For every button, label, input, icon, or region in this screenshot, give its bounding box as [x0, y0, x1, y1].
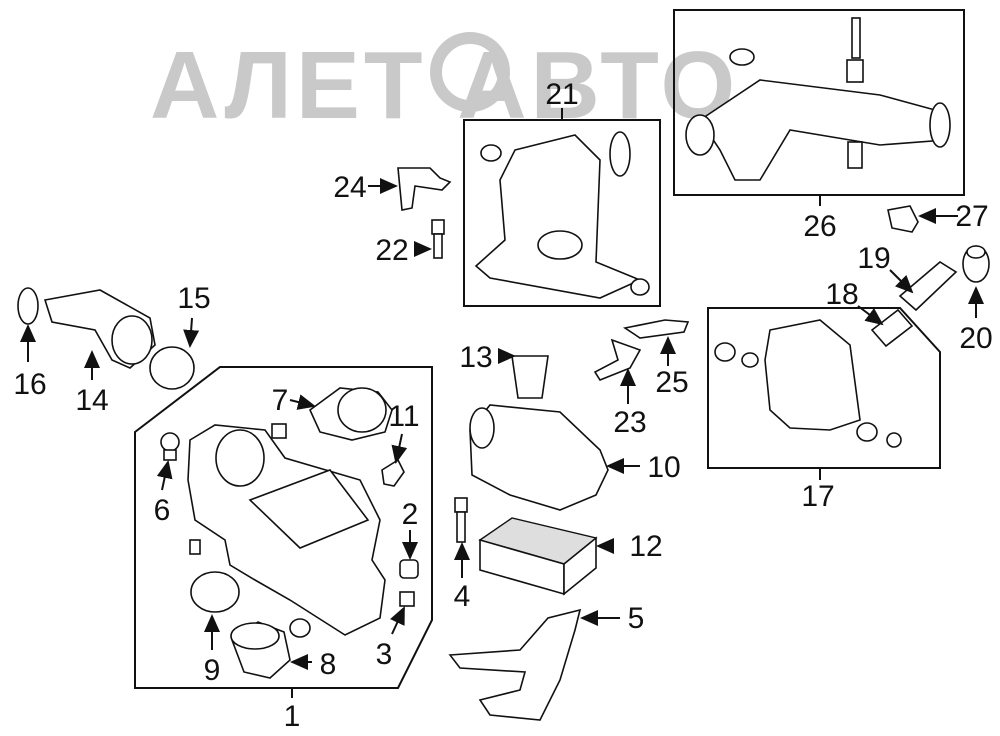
group-box-air-cleaner — [134, 366, 433, 689]
callout-23: 23 — [613, 406, 646, 439]
callout-14: 14 — [75, 384, 108, 417]
part-23-bracket — [593, 338, 642, 381]
callout-1: 1 — [284, 700, 301, 733]
part-14-inlet-hose — [43, 289, 156, 369]
part-housing-bolt — [189, 539, 201, 555]
leader-lines — [20, 108, 984, 698]
callout-6: 6 — [154, 494, 171, 527]
group-box-26 — [673, 9, 965, 196]
part-12-filter — [478, 517, 598, 596]
callout-27: 27 — [955, 200, 988, 233]
part-11-clip — [381, 458, 405, 487]
callout-12: 12 — [629, 530, 662, 563]
part-5-bracket — [448, 608, 582, 721]
callout-9: 9 — [204, 654, 221, 687]
callout-26: 26 — [803, 210, 836, 243]
part-17-throttle-body — [714, 319, 902, 448]
callout-7: 7 — [272, 384, 289, 417]
callout-4: 4 — [454, 580, 471, 613]
part-2-grommet — [399, 559, 419, 579]
part-20-cap — [962, 245, 990, 283]
callout-22: 22 — [375, 234, 408, 267]
callout-10: 10 — [647, 451, 680, 484]
part-9-clamp — [190, 571, 240, 613]
part-26-intake-tube — [685, 17, 951, 181]
part-21-resonator — [474, 131, 650, 299]
callout-8: 8 — [320, 648, 337, 681]
callout-16: 16 — [13, 368, 46, 401]
callout-11: 11 — [388, 400, 419, 433]
callout-5: 5 — [628, 602, 645, 635]
callout-20: 20 — [959, 322, 992, 355]
part-18-joint — [870, 308, 914, 348]
part-16-flange — [17, 287, 39, 325]
callout-13: 13 — [459, 341, 492, 374]
callout-labels: 21 24 22 26 27 19 18 20 17 25 23 13 10 1… — [13, 78, 992, 733]
part-3-bolt — [399, 591, 415, 607]
watermark-logo: АЛЕТ АВТО — [150, 32, 735, 139]
part-7-inlet — [309, 387, 393, 441]
callout-2: 2 — [402, 498, 419, 531]
part-19-hose — [898, 261, 958, 312]
callout-25: 25 — [655, 366, 688, 399]
part-8-boot — [230, 618, 311, 679]
callout-21: 21 — [545, 78, 578, 111]
callout-15: 15 — [177, 282, 210, 315]
callout-19: 19 — [857, 242, 890, 275]
part-13-duct — [511, 355, 549, 399]
callout-17: 17 — [801, 480, 834, 513]
part-24-bracket — [397, 167, 452, 211]
part-6-plug — [160, 432, 180, 461]
part-15-clamp — [149, 346, 195, 390]
gear-logo-icon — [430, 32, 510, 112]
part-25-bracket — [622, 319, 690, 339]
callout-3: 3 — [376, 638, 393, 671]
part-air-cleaner-housing — [187, 423, 386, 636]
part-22-bolt — [431, 219, 445, 259]
part-27-clip — [887, 205, 919, 233]
part-10-upper-cover — [469, 404, 609, 511]
part-4-bolt — [454, 497, 468, 543]
callout-24: 24 — [333, 171, 366, 204]
callout-18: 18 — [825, 278, 858, 311]
